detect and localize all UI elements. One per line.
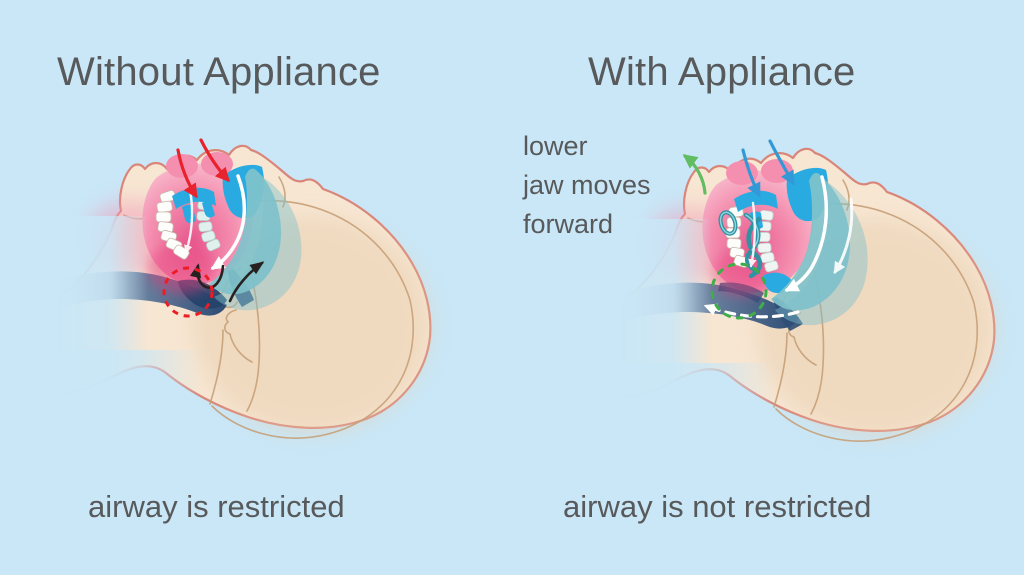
- jaw-forward-arrow: [682, 154, 707, 195]
- jaw-label-line-2: jaw moves: [523, 170, 651, 200]
- lower-teeth: [756, 209, 779, 273]
- pharynx-airway: [771, 173, 868, 326]
- jaw-label-line-3: forward: [523, 209, 614, 239]
- right-panel-title: With Appliance: [588, 50, 856, 94]
- airflow-arrows: [703, 175, 854, 319]
- jaw-forward-label: lower jaw moves forward: [523, 127, 651, 244]
- neck-fade-lower: [616, 363, 776, 453]
- upper-teeth: [155, 190, 190, 260]
- head-illustration-without-appliance: [52, 138, 432, 440]
- blockage-arrows: [189, 261, 265, 303]
- left-panel-caption: airway is restricted: [88, 489, 345, 524]
- breath-arrows-blue: [741, 139, 795, 198]
- right-panel-caption: airway is not restricted: [563, 489, 872, 524]
- left-panel-title: Without Appliance: [57, 50, 381, 94]
- breath-arrows-red: [176, 138, 230, 199]
- neck-fade-lower: [52, 350, 202, 440]
- jaw-label-line-1: lower: [523, 131, 588, 161]
- head-illustration-with-appliance: [616, 139, 996, 453]
- throat-glow: [712, 249, 772, 297]
- restriction-circle: [162, 266, 214, 318]
